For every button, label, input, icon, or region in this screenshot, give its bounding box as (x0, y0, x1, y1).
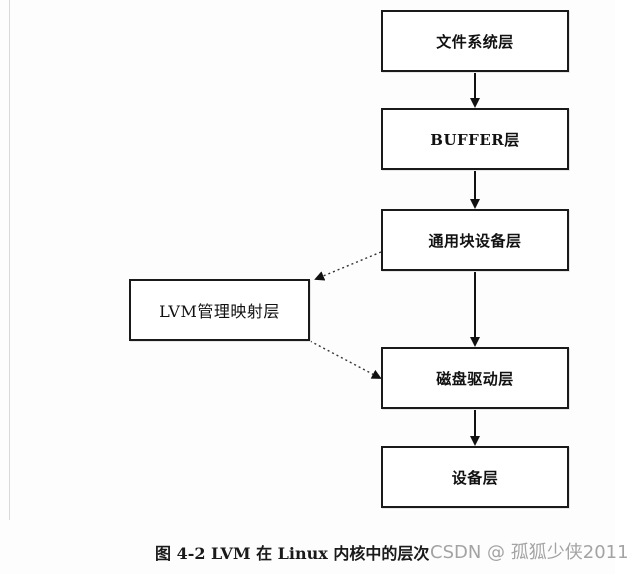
generic-block-layer-box: 通用块设备层 (381, 209, 569, 271)
device-layer-box: 设备层 (381, 446, 569, 508)
lvm-mapping-layer-box: LVM管理映射层 (129, 279, 310, 341)
buffer-layer-box: BUFFER层 (381, 108, 569, 170)
watermark: CSDN @ 孤狐少侠2011 (430, 542, 629, 563)
filesystem-layer-label: 文件系统层 (436, 32, 514, 51)
filesystem-layer-box: 文件系统层 (381, 10, 569, 72)
page-margin-rule (9, 0, 10, 520)
generic-block-layer-label: 通用块设备层 (428, 231, 522, 250)
arrow-lvm-to-disk (309, 340, 382, 379)
disk-driver-layer-label: 磁盘驱动层 (436, 369, 514, 388)
figure-page: 文件系统层 BUFFER层 通用块设备层 LVM管理映射层 磁盘驱动层 设备层 … (9, 0, 629, 563)
buffer-layer-label: BUFFER层 (430, 130, 520, 149)
arrow-generic-to-lvm (314, 251, 382, 281)
disk-driver-layer-box: 磁盘驱动层 (381, 347, 569, 409)
device-layer-label: 设备层 (451, 468, 499, 487)
figure-caption: 图 4-2 LVM 在 Linux 内核中的层次 (155, 544, 430, 563)
lvm-mapping-layer-label: LVM管理映射层 (159, 302, 280, 321)
